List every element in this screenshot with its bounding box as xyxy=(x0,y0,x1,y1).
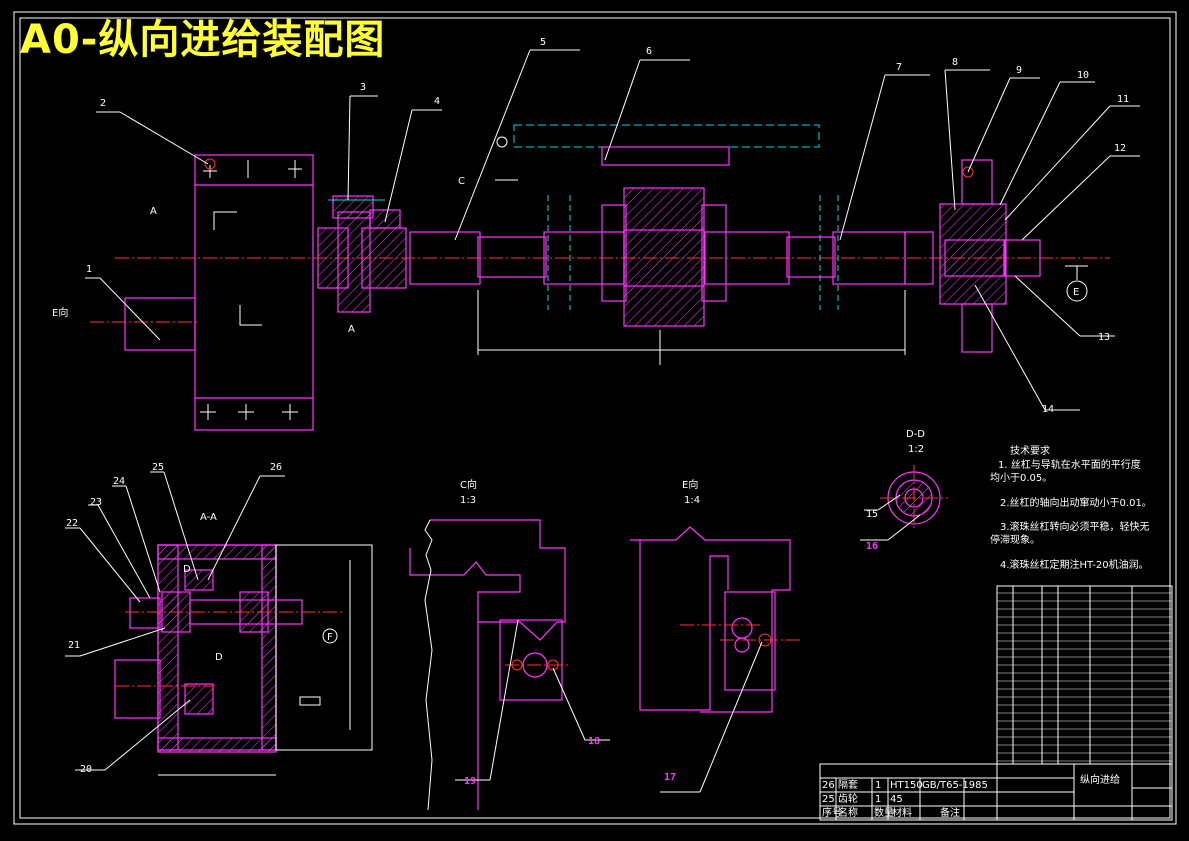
drawing-title: A0-纵向进给装配图 xyxy=(20,17,386,63)
balloon-11: 11 xyxy=(1117,94,1129,105)
view-scale-e: 1:4 xyxy=(684,495,700,506)
balloon-8: 8 xyxy=(952,57,958,68)
drawing-frame xyxy=(13,11,1177,825)
bom-26-qty: 1 xyxy=(875,780,881,791)
balloon-16: 16 xyxy=(866,541,878,552)
tech-req-1a: 1. 丝杠与导轨在水平面的平行度 xyxy=(998,458,1141,471)
view-label-e: E向 xyxy=(682,478,698,491)
bom-26-mat: HT150 xyxy=(890,780,923,791)
balloon-labels-main: 1 2 3 4 5 6 7 8 9 10 11 12 13 14 xyxy=(86,37,1129,415)
section-mark-a2: A xyxy=(348,324,355,335)
view-c: C向 1:3 19 18 xyxy=(409,478,610,811)
main-assembly-view: A A C E向 E xyxy=(52,124,1110,431)
shaft-segment-left xyxy=(409,231,481,285)
bom-26-std: GB/T65-1985 xyxy=(922,780,988,791)
title-block: 纵向进给 26 隔套 1 HT150 GB/T65-1985 25 齿轮 1 4… xyxy=(819,763,1173,821)
parts-list xyxy=(996,585,1173,765)
view-scale-c: 1:3 xyxy=(460,495,476,506)
technical-requirements: 技术要求 1. 丝杠与导轨在水平面的平行度 均小于0.05。 2.丝杠的轴向出动… xyxy=(990,444,1152,571)
aa-mark-d2: D xyxy=(215,652,223,663)
bom-26-name: 隔套 xyxy=(838,778,858,791)
bom-25-name: 齿轮 xyxy=(838,792,858,805)
tech-req-4: 4.滚珠丝杠定期注HT-20机油润。 xyxy=(1000,558,1149,571)
screw-shaft xyxy=(477,236,547,278)
section-view-aa: F A-A D D xyxy=(114,512,373,776)
aa-mark-f: F xyxy=(327,632,333,643)
view-mark-e: E xyxy=(1073,287,1079,298)
balloon-3: 3 xyxy=(360,82,366,93)
motor-bracket xyxy=(194,154,314,431)
bom-25-no: 25 xyxy=(822,794,835,805)
balloon-23: 23 xyxy=(90,497,102,508)
tech-heading: 技术要求 xyxy=(1010,444,1050,457)
view-label-dd: D-D xyxy=(906,429,925,440)
leaders-aa xyxy=(65,471,285,771)
balloon-7: 7 xyxy=(896,62,902,73)
tech-req-2: 2.丝杠的轴向出动窜动小于0.01。 xyxy=(1000,496,1152,509)
balloon-14: 14 xyxy=(1042,404,1054,415)
view-label-aa: A-A xyxy=(200,512,217,523)
balloon-20: 20 xyxy=(80,764,92,775)
balloon-24: 24 xyxy=(113,476,125,487)
balloon-18: 18 xyxy=(588,736,600,747)
balloon-10: 10 xyxy=(1077,70,1089,81)
worktable-phantom xyxy=(513,124,820,148)
view-label-c: C向 xyxy=(460,478,477,491)
bom-header-qty: 数量 xyxy=(874,806,894,819)
bom-header-no: 序号 xyxy=(822,806,842,819)
balloon-21: 21 xyxy=(68,640,80,651)
balloon-2: 2 xyxy=(100,98,106,109)
balloon-15: 15 xyxy=(866,509,878,520)
balloon-13: 13 xyxy=(1098,332,1110,343)
view-mark-c: C xyxy=(458,176,465,187)
view-dd: D-D 1:2 15 16 xyxy=(860,429,948,552)
motor-flange xyxy=(124,297,196,351)
bom-header-mat: 材料 xyxy=(892,806,912,819)
drawing-inner-frame xyxy=(19,17,1171,819)
view-mark-e-dir: E向 xyxy=(52,306,68,319)
balloon-6: 6 xyxy=(646,46,652,57)
tech-req-3b: 停滞现象。 xyxy=(990,533,1040,546)
aa-mark-d: D xyxy=(183,564,191,575)
balloon-labels-aa: 21 22 23 24 25 26 20 xyxy=(66,462,282,775)
title-block-name: 纵向进给 xyxy=(1080,773,1120,786)
view-scale-dd: 1:2 xyxy=(908,444,924,455)
coupling-right xyxy=(361,227,407,289)
bom-25-qty: 1 xyxy=(875,794,881,805)
balloon-17: 17 xyxy=(664,772,676,783)
bom-25-mat: 45 xyxy=(890,794,903,805)
balloon-1: 1 xyxy=(86,264,92,275)
bom-header-name: 名称 xyxy=(838,806,858,819)
view-e: E向 1:4 17 xyxy=(630,478,800,793)
balloon-12: 12 xyxy=(1114,143,1126,154)
balloon-4: 4 xyxy=(434,96,440,107)
tech-req-3a: 3.滚珠丝杠转向必须平稳，轻快无 xyxy=(1000,520,1150,533)
bom-header-note: 备注 xyxy=(940,806,960,819)
tech-req-1b: 均小于0.05。 xyxy=(990,472,1052,484)
balloon-26: 26 xyxy=(270,462,282,473)
balloon-22: 22 xyxy=(66,518,78,529)
bom-26-no: 26 xyxy=(822,780,835,791)
section-mark-a: A xyxy=(150,206,157,217)
balloon-25: 25 xyxy=(152,462,164,473)
bearing-housing xyxy=(939,203,1007,305)
balloon-19: 19 xyxy=(464,776,476,787)
leaders-main xyxy=(85,49,1140,411)
balloon-9: 9 xyxy=(1016,65,1022,76)
ball-nut xyxy=(623,187,705,327)
balloon-5: 5 xyxy=(540,37,546,48)
